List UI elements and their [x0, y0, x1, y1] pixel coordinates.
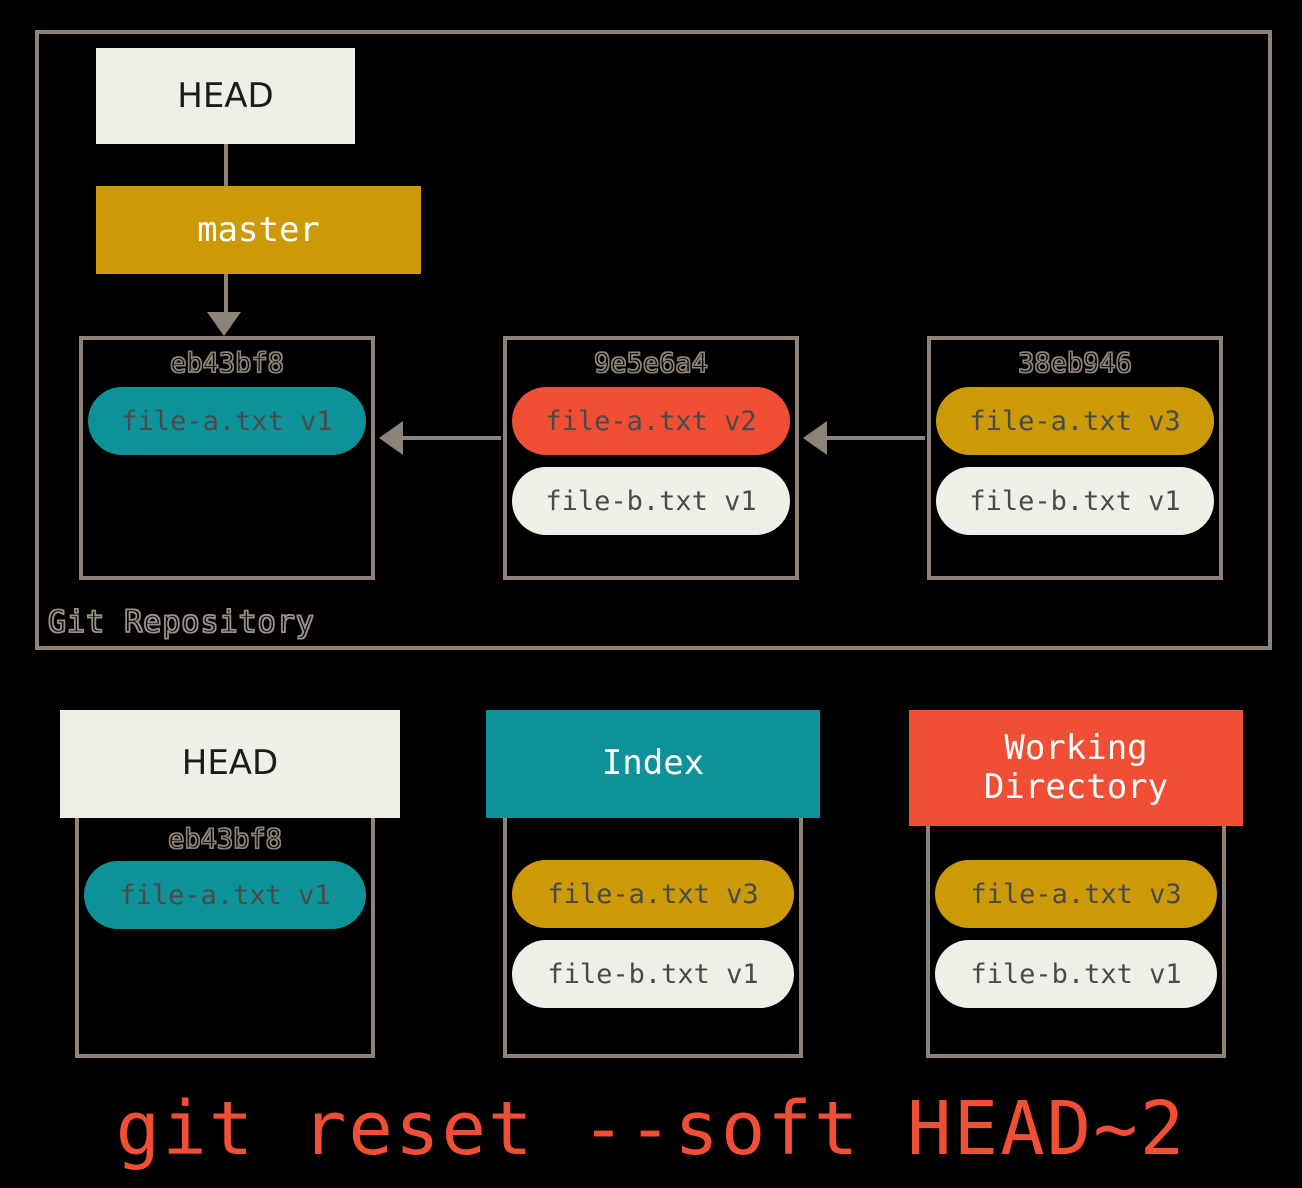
commit-1-file-0-label: file-a.txt v1	[121, 405, 333, 437]
panel-index-file-0-label: file-a.txt v3	[547, 878, 759, 910]
panel-title-index: Index	[601, 743, 705, 784]
commit-3-to-2-arrow-icon	[803, 421, 827, 455]
master-branch-label: master	[197, 210, 320, 250]
panel-title-working-directory: Working Directory	[983, 727, 1169, 807]
commit-3-file-1-label: file-b.txt v1	[969, 485, 1181, 517]
commit-2-file-0: file-a.txt v2	[512, 387, 790, 455]
head-pointer-box: HEAD	[96, 48, 355, 144]
commit-3-file-1: file-b.txt v1	[936, 467, 1214, 535]
panel-title-wd-line2: Directory	[983, 767, 1169, 807]
commit-2-file-0-label: file-a.txt v2	[545, 405, 757, 437]
panel-header-head: HEAD	[60, 710, 400, 818]
master-to-commit-connector	[224, 274, 228, 320]
commit-box-2: 9e5e6a4 file-a.txt v2 file-b.txt v1	[503, 336, 799, 580]
master-arrow-down-icon	[207, 312, 241, 336]
head-pointer-label: HEAD	[177, 76, 274, 116]
panel-header-working-directory: Working Directory	[909, 710, 1243, 826]
panel-body-index: file-a.txt v3 file-b.txt v1	[503, 818, 803, 1058]
command-caption: git reset --soft HEAD~2	[115, 1086, 1187, 1172]
commit-2-to-1-line	[403, 436, 501, 440]
commit-1-file-0: file-a.txt v1	[88, 387, 366, 455]
panel-head-file-0-label: file-a.txt v1	[119, 879, 331, 911]
panel-wd-file-0-label: file-a.txt v3	[970, 878, 1182, 910]
git-repository-label: Git Repository	[47, 604, 315, 640]
commit-hash-1: eb43bf8	[169, 347, 284, 379]
commit-3-to-2-line	[827, 436, 925, 440]
panel-header-index: Index	[486, 710, 820, 818]
panel-wd-file-1: file-b.txt v1	[935, 940, 1217, 1008]
commit-2-file-1: file-b.txt v1	[512, 467, 790, 535]
commit-hash-2: 9e5e6a4	[593, 347, 708, 379]
commit-3-file-0: file-a.txt v3	[936, 387, 1214, 455]
commit-hash-3: 38eb946	[1017, 347, 1132, 379]
panel-wd-file-0: file-a.txt v3	[935, 860, 1217, 928]
commit-3-file-0-label: file-a.txt v3	[969, 405, 1181, 437]
panel-title-wd-line1: Working	[1004, 727, 1148, 768]
panel-body-head: eb43bf8 file-a.txt v1	[75, 818, 375, 1058]
panel-title-head: HEAD	[181, 743, 279, 784]
panel-index-file-1-label: file-b.txt v1	[547, 958, 759, 990]
git-repository-frame	[35, 30, 1272, 650]
panel-head-file-0: file-a.txt v1	[84, 861, 366, 929]
commit-box-3: 38eb946 file-a.txt v3 file-b.txt v1	[927, 336, 1223, 580]
head-to-master-connector	[224, 144, 228, 186]
panel-index-file-1: file-b.txt v1	[512, 940, 794, 1008]
commit-box-1: eb43bf8 file-a.txt v1	[79, 336, 375, 580]
master-branch-box: master	[96, 186, 421, 274]
commit-2-file-1-label: file-b.txt v1	[545, 485, 757, 517]
panel-body-working-directory: file-a.txt v3 file-b.txt v1	[926, 826, 1226, 1058]
panel-wd-file-1-label: file-b.txt v1	[970, 958, 1182, 990]
commit-2-to-1-arrow-icon	[379, 421, 403, 455]
panel-head-hash: eb43bf8	[167, 823, 282, 855]
panel-index-file-0: file-a.txt v3	[512, 860, 794, 928]
